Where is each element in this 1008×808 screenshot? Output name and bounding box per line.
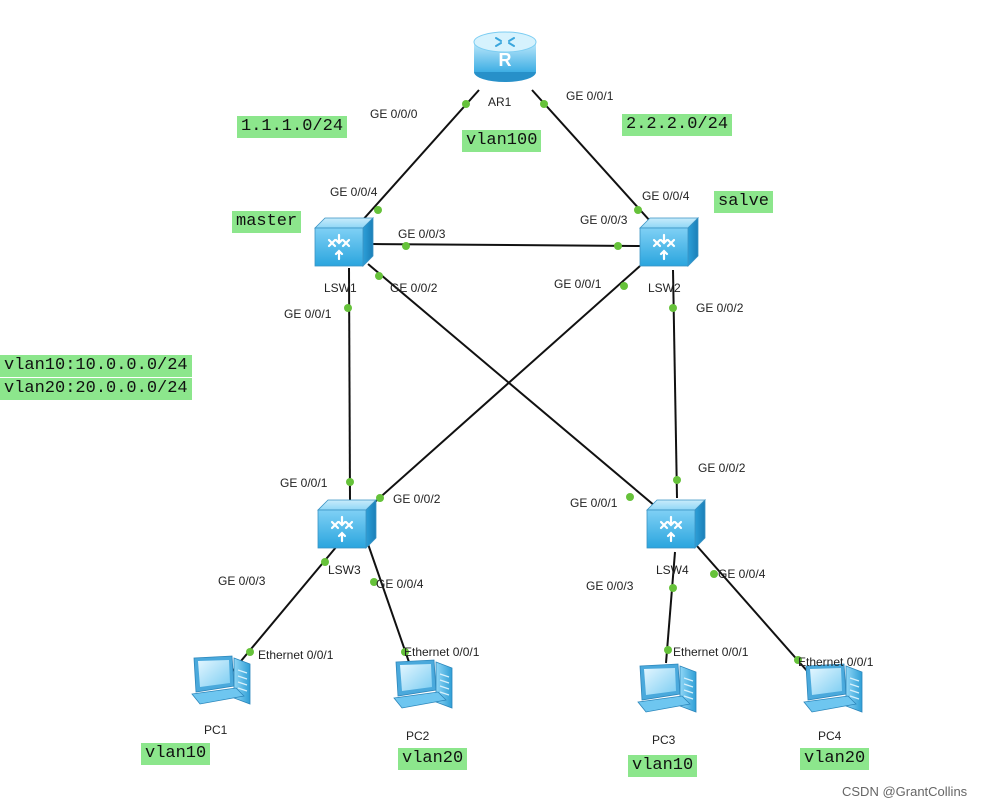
device-label-lsw1: LSW1	[324, 281, 357, 295]
port-label: GE 0/0/2	[698, 461, 746, 475]
pc-vlan-tag: vlan20	[800, 748, 870, 770]
port-dot	[540, 100, 548, 108]
port-label: GE 0/0/1	[280, 476, 328, 490]
port-dot	[370, 578, 378, 586]
port-dot	[673, 476, 681, 484]
device-label-pc2: PC2	[406, 729, 430, 743]
link-lsw3-pc2	[367, 543, 411, 666]
pc-icon[interactable]	[393, 659, 453, 709]
port-dot	[620, 282, 628, 290]
subnet-tag: 1.1.1.0/24	[237, 116, 348, 138]
subnet-tag: 2.2.2.0/24	[622, 114, 733, 136]
watermark: CSDN @GrantCollins	[842, 784, 968, 799]
link-ar1-lsw1	[351, 89, 480, 233]
device-label-ar1: AR1	[488, 95, 512, 109]
port-dot	[346, 478, 354, 486]
port-label: GE 0/0/3	[580, 213, 628, 227]
port-dot	[246, 648, 254, 656]
pc-icon[interactable]	[191, 655, 251, 705]
port-dot	[664, 646, 672, 654]
port-dot	[402, 242, 410, 250]
role-tag-salve: salve	[714, 191, 774, 213]
port-dot	[321, 558, 329, 566]
link-lsw4-pc4	[696, 545, 809, 673]
device-label-lsw2: LSW2	[648, 281, 681, 295]
role-tag-master: master	[232, 211, 302, 233]
port-dot	[614, 242, 622, 250]
port-dot	[634, 206, 642, 214]
port-dot	[376, 494, 384, 502]
port-label: GE 0/0/3	[398, 227, 446, 241]
port-dot	[669, 304, 677, 312]
port-label: GE 0/0/2	[393, 492, 441, 506]
pc-vlan-tag: vlan20	[398, 748, 468, 770]
router-icon[interactable]: R	[473, 31, 537, 82]
device-label-lsw4: LSW4	[656, 563, 689, 577]
switch-icon[interactable]	[316, 498, 378, 550]
port-label: GE 0/0/1	[570, 496, 618, 510]
port-label: GE 0/0/1	[566, 89, 614, 103]
switch-icon[interactable]	[313, 216, 375, 268]
vlan-subnet-line: vlan20:20.0.0.0/24	[0, 378, 192, 400]
port-dots	[246, 100, 802, 664]
link-lsw4-pc3	[665, 551, 676, 664]
link-lsw1-lsw2	[371, 243, 641, 247]
link-lsw1-lsw3	[348, 267, 351, 501]
port-label: GE 0/0/1	[554, 277, 602, 291]
port-dot	[626, 493, 634, 501]
switch-icon[interactable]	[645, 498, 707, 550]
port-label: GE 0/0/1	[284, 307, 332, 321]
port-label: GE 0/0/3	[218, 574, 266, 588]
port-dot	[401, 648, 409, 656]
port-label: GE 0/0/4	[330, 185, 378, 199]
port-label: GE 0/0/2	[696, 301, 744, 315]
port-label: Ethernet 0/0/1	[404, 645, 480, 659]
pc-vlan-tag: vlan10	[628, 755, 698, 777]
pc-vlan-tag: vlan10	[141, 743, 211, 765]
device-label-pc1: PC1	[204, 723, 228, 737]
port-label: GE 0/0/4	[718, 567, 766, 581]
svg-text:R: R	[499, 50, 512, 70]
vlan-tag: vlan100	[462, 130, 542, 152]
port-dot	[710, 570, 718, 578]
device-label-lsw3: LSW3	[328, 563, 361, 577]
device-label-pc4: PC4	[818, 729, 842, 743]
port-dot	[344, 304, 352, 312]
port-label: Ethernet 0/0/1	[258, 648, 334, 662]
port-dot	[462, 100, 470, 108]
link-lsw2-lsw3	[366, 265, 641, 510]
port-label: GE 0/0/2	[390, 281, 438, 295]
link-lsw1-lsw4	[367, 263, 656, 507]
port-label: Ethernet 0/0/1	[798, 655, 874, 669]
port-dot	[374, 206, 382, 214]
port-label: GE 0/0/0	[370, 107, 418, 121]
port-label: GE 0/0/3	[586, 579, 634, 593]
port-label: GE 0/0/4	[376, 577, 424, 591]
device-label-pc3: PC3	[652, 733, 676, 747]
pc-icon[interactable]	[637, 663, 697, 713]
port-dot	[794, 656, 802, 664]
port-dot	[669, 584, 677, 592]
port-label: GE 0/0/4	[642, 189, 690, 203]
switch-icon[interactable]	[638, 216, 700, 268]
port-label: Ethernet 0/0/1	[673, 645, 749, 659]
pc-icon[interactable]	[803, 663, 863, 713]
port-dot	[375, 272, 383, 280]
vlan-subnet-line: vlan10:10.0.0.0/24	[0, 355, 192, 377]
